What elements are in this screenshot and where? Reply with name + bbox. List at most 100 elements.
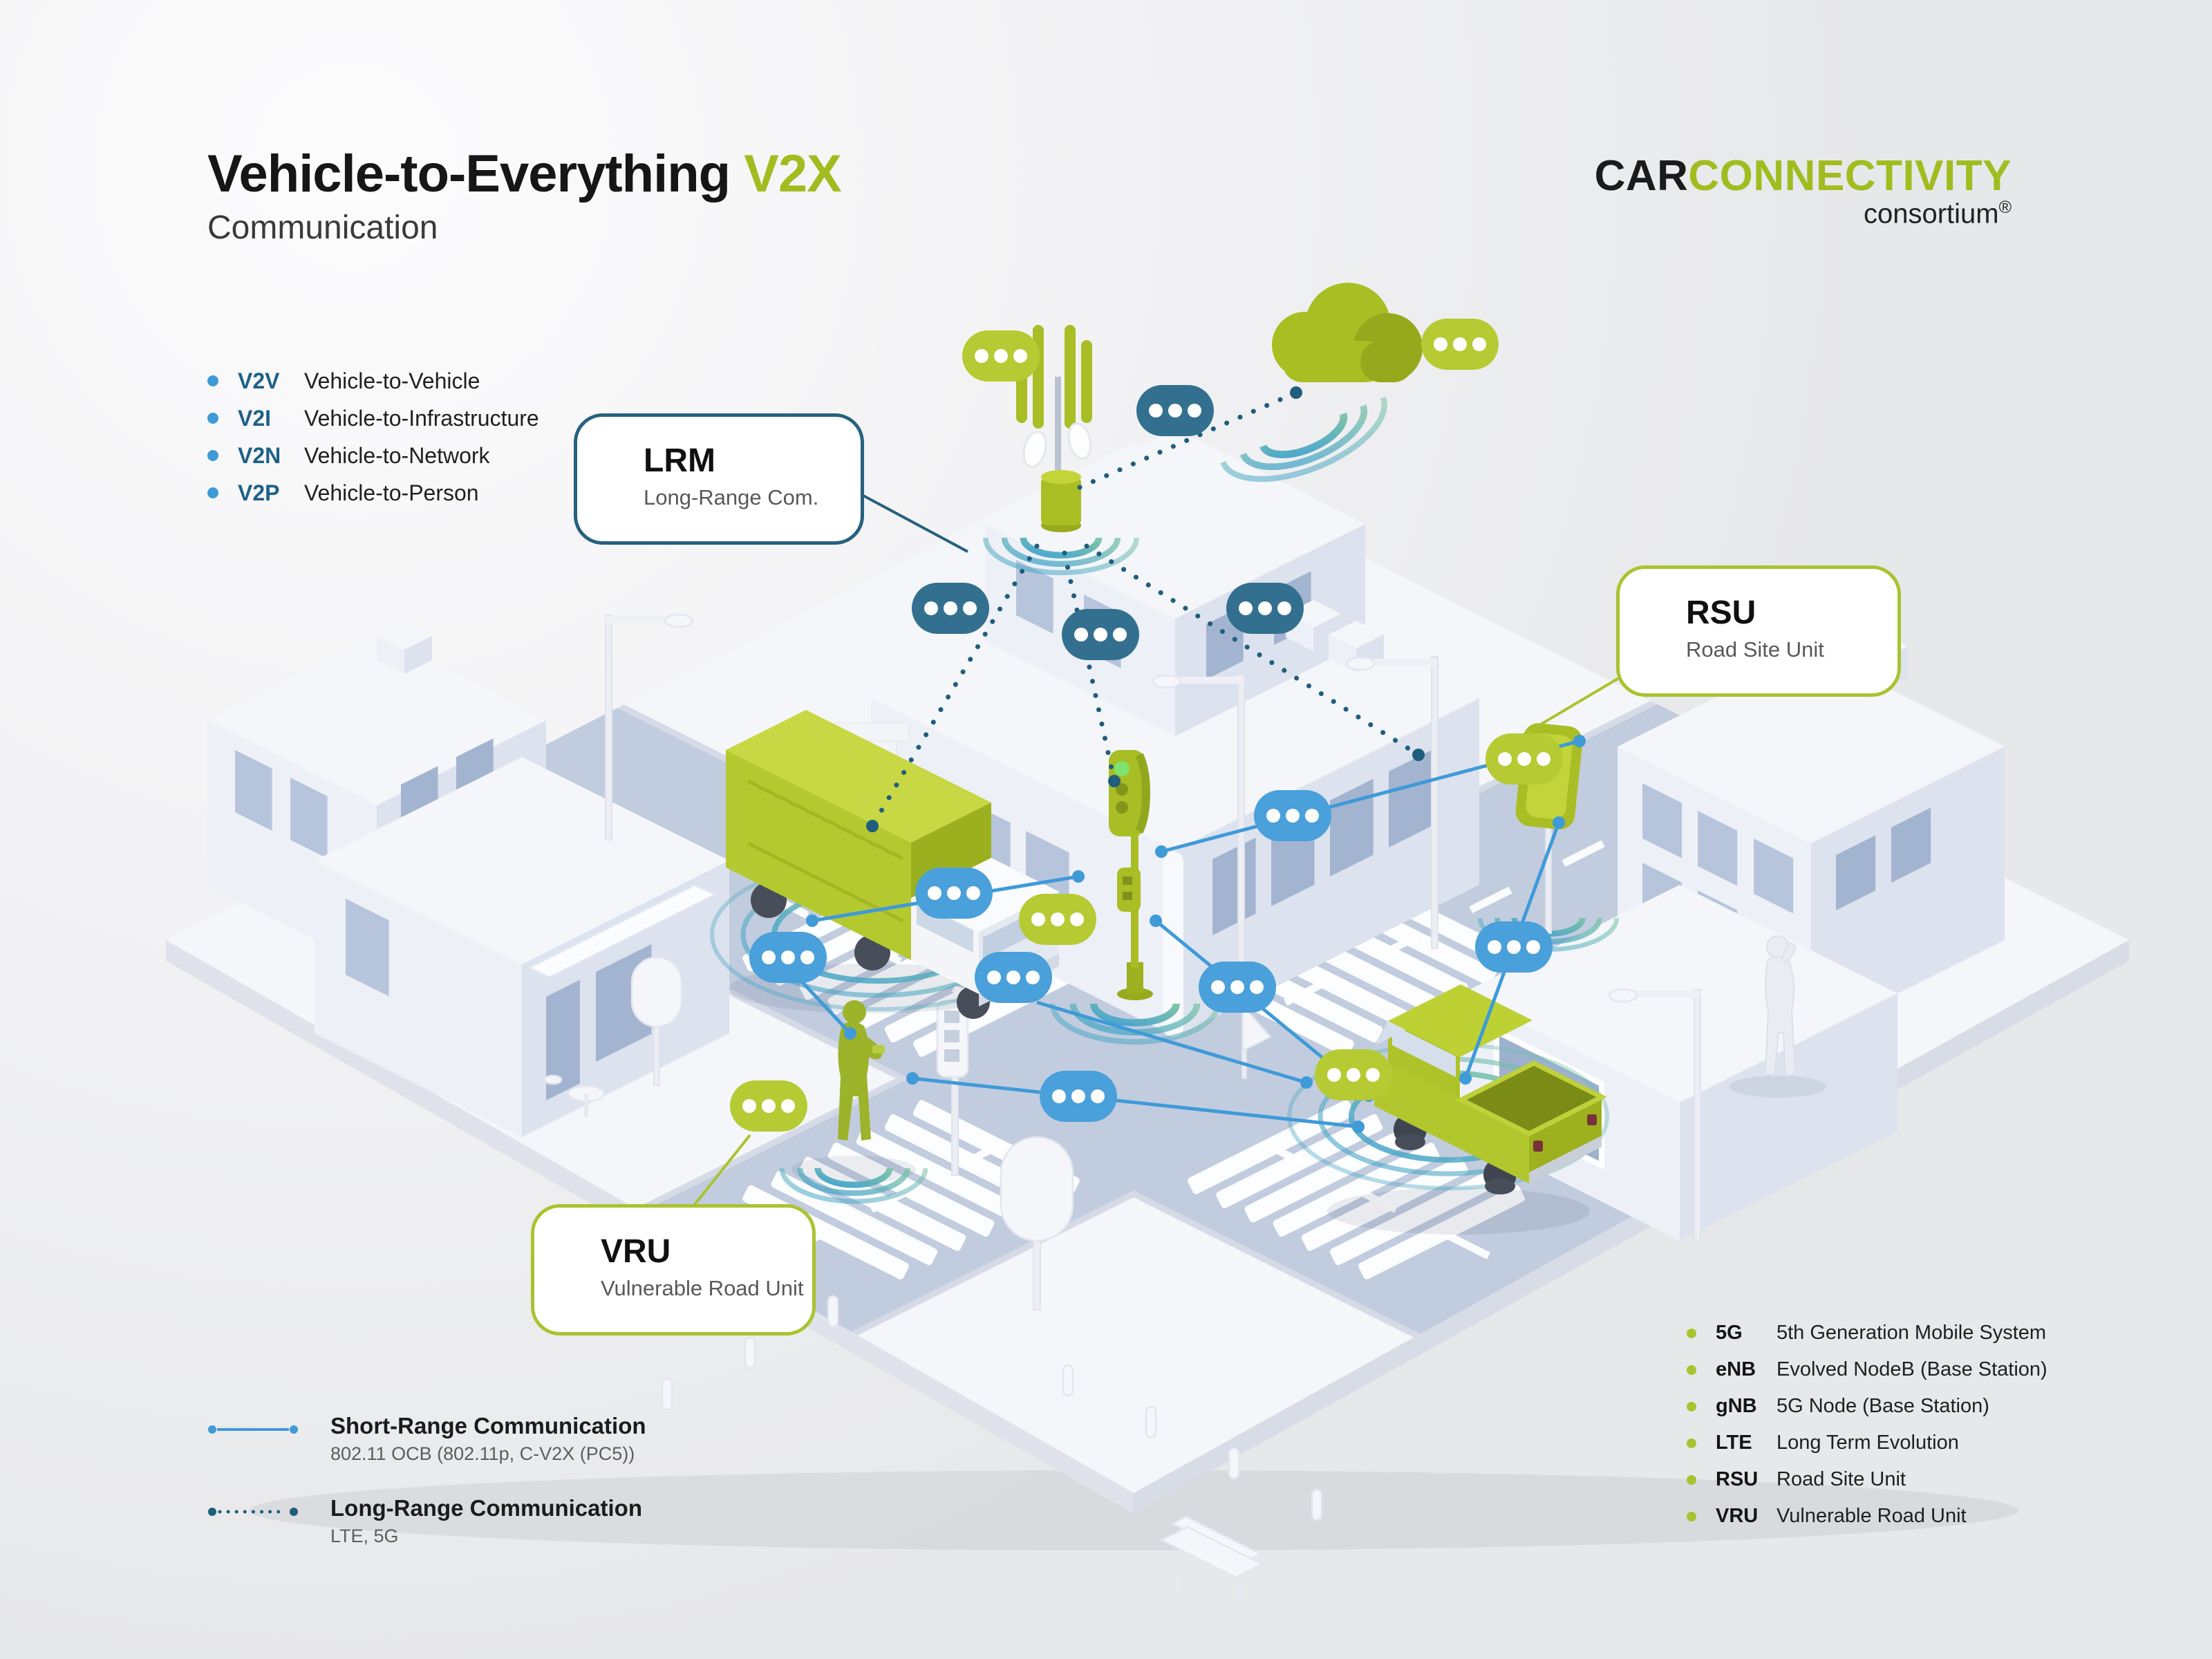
- legend-detail: 802.11 OCB (802.11p, C-V2X (PC5)): [330, 1443, 635, 1464]
- callout-vru: VRU Vulnerable Road Unit: [531, 1204, 816, 1335]
- bullet-icon: [207, 375, 218, 386]
- chat-bubble-icon: [912, 583, 989, 634]
- bystander-pedestrian-icon: [1730, 935, 1826, 1098]
- callout-subtitle: Vulnerable Road Unit: [601, 1276, 804, 1300]
- crosswalk: [1188, 1100, 1525, 1280]
- bullet-icon: [1687, 1511, 1696, 1521]
- legend-label: Vehicle-to-Vehicle: [304, 368, 480, 393]
- glossary-abbr: LTE: [1716, 1432, 1752, 1454]
- title-accent: V2X: [744, 144, 842, 203]
- abbreviation-glossary: 5G 5th Generation Mobile System eNB Evol…: [1687, 1315, 2047, 1535]
- registered-mark: ®: [1998, 198, 2012, 217]
- bullet-icon: [1687, 1328, 1696, 1338]
- chat-bubble-icon: [1019, 894, 1096, 945]
- callout-title: RSU: [1686, 594, 1756, 631]
- chat-bubble-icon: [1315, 1049, 1392, 1100]
- legend-abbr: V2N: [238, 442, 281, 468]
- long-range-links: [866, 386, 1425, 832]
- legend-label: Vehicle-to-Infrastructure: [304, 405, 539, 431]
- chat-bubble-icon: [1421, 319, 1499, 370]
- page-header: Vehicle-to-Everything V2X Communication: [207, 144, 842, 247]
- legend-row: V2P Vehicle-to-Person: [207, 474, 539, 512]
- chat-bubble-icon: [1475, 921, 1553, 973]
- bullet-icon: [207, 450, 218, 461]
- bullet-icon: [1687, 1401, 1696, 1412]
- glossary-label: Road Site Unit: [1777, 1468, 1906, 1490]
- callout-title: LRM: [644, 442, 715, 479]
- bullet-icon: [207, 413, 218, 424]
- chat-bubble-icon: [915, 868, 993, 919]
- long-range-line-icon: [208, 1508, 298, 1516]
- v2x-type-legend: V2V Vehicle-to-Vehicle V2I Vehicle-to-In…: [207, 362, 539, 512]
- traffic-light-icon: [1052, 750, 1217, 1042]
- chat-bubbles: [730, 319, 1563, 1132]
- glossary-row: gNB 5G Node (Base Station): [1687, 1388, 2047, 1425]
- glossary-label: 5th Generation Mobile System: [1777, 1322, 2047, 1344]
- vru-pedestrian-icon: [782, 1000, 926, 1201]
- page-subtitle: Communication: [207, 209, 438, 246]
- glossary-label: Vulnerable Road Unit: [1777, 1505, 1967, 1527]
- legend-label: Long-Range Communication: [330, 1495, 642, 1521]
- callout-subtitle: Road Site Unit: [1686, 637, 1824, 662]
- legend-row: Long-Range Communication LTE, 5G: [207, 1495, 646, 1547]
- cell-tower-icon: [986, 325, 1136, 572]
- chat-bubble-icon: [1136, 385, 1214, 436]
- chat-bubble-icon: [1040, 1071, 1117, 1122]
- bullet-icon: [1687, 1365, 1696, 1375]
- chat-bubble-icon: [1199, 962, 1276, 1013]
- glossary-label: Evolved NodeB (Base Station): [1777, 1358, 2047, 1380]
- network-cloud-icon: [1223, 283, 1423, 499]
- legend-row: Short-Range Communication 802.11 OCB (80…: [207, 1413, 646, 1465]
- building-shop: [315, 757, 729, 1137]
- glossary-row: 5G 5th Generation Mobile System: [1687, 1315, 2047, 1351]
- legend-label: Short-Range Communication: [330, 1413, 646, 1438]
- legend-row: V2N Vehicle-to-Network: [207, 437, 539, 474]
- pedestrian-signal-icon: [936, 1000, 969, 1176]
- glossary-abbr: gNB: [1716, 1395, 1757, 1417]
- brand-logo: CARCONNECTIVITY consortium®: [1595, 155, 2012, 229]
- legend-row: V2V Vehicle-to-Vehicle: [207, 362, 539, 400]
- chat-bubble-icon: [1254, 790, 1331, 841]
- chat-bubble-icon: [1062, 609, 1139, 660]
- legend-label: Vehicle-to-Person: [304, 480, 479, 505]
- legend-abbr: V2I: [238, 405, 272, 431]
- bench-icon: [1159, 1515, 1264, 1602]
- short-range-line-icon: [208, 1425, 298, 1434]
- legend-abbr: V2P: [238, 480, 280, 505]
- street-lamp-icon: [1345, 656, 1438, 949]
- legend-row: V2I Vehicle-to-Infrastructure: [207, 400, 539, 437]
- glossary-row: eNB Evolved NodeB (Base Station): [1687, 1351, 2047, 1388]
- chat-bubble-icon: [962, 330, 1040, 382]
- callout-rsu: RSU Road Site Unit: [1616, 565, 1901, 697]
- glossary-label: 5G Node (Base Station): [1777, 1395, 1989, 1417]
- round-sign-icon: [630, 956, 683, 1086]
- street-lamp-icon: [605, 613, 694, 841]
- callout-subtitle: Long-Range Com.: [644, 485, 819, 509]
- legend-detail: LTE, 5G: [330, 1526, 399, 1546]
- round-sign-icon: [1000, 1136, 1074, 1311]
- chat-bubble-icon: [1485, 733, 1563, 785]
- bullet-icon: [1687, 1438, 1696, 1448]
- glossary-abbr: VRU: [1716, 1505, 1759, 1527]
- callout-lrm: LRM Long-Range Com.: [574, 413, 864, 545]
- glossary-row: VRU Vulnerable Road Unit: [1687, 1498, 2047, 1535]
- bollards: [661, 1295, 1323, 1521]
- page-title: Vehicle-to-Everything V2X: [207, 144, 842, 203]
- glossary-abbr: 5G: [1716, 1322, 1743, 1344]
- legend-abbr: V2V: [238, 368, 280, 393]
- legend-label: Vehicle-to-Network: [304, 442, 490, 468]
- brand-logo-consortium: consortium®: [1863, 198, 2012, 229]
- chat-bubble-icon: [975, 952, 1052, 1003]
- bullet-icon: [1687, 1474, 1696, 1485]
- chat-bubble-icon: [1226, 583, 1304, 634]
- glossary-abbr: eNB: [1716, 1358, 1756, 1380]
- glossary-row: LTE Long Term Evolution: [1687, 1425, 2047, 1461]
- pickup-car-icon: [1287, 984, 1609, 1235]
- chat-bubble-icon: [749, 932, 827, 983]
- street-lamp-icon: [1608, 988, 1701, 1241]
- glossary-row: RSU Road Site Unit: [1687, 1461, 2047, 1498]
- line-style-legend: Short-Range Communication 802.11 OCB (80…: [207, 1413, 646, 1577]
- glossary-label: Long Term Evolution: [1777, 1432, 1959, 1454]
